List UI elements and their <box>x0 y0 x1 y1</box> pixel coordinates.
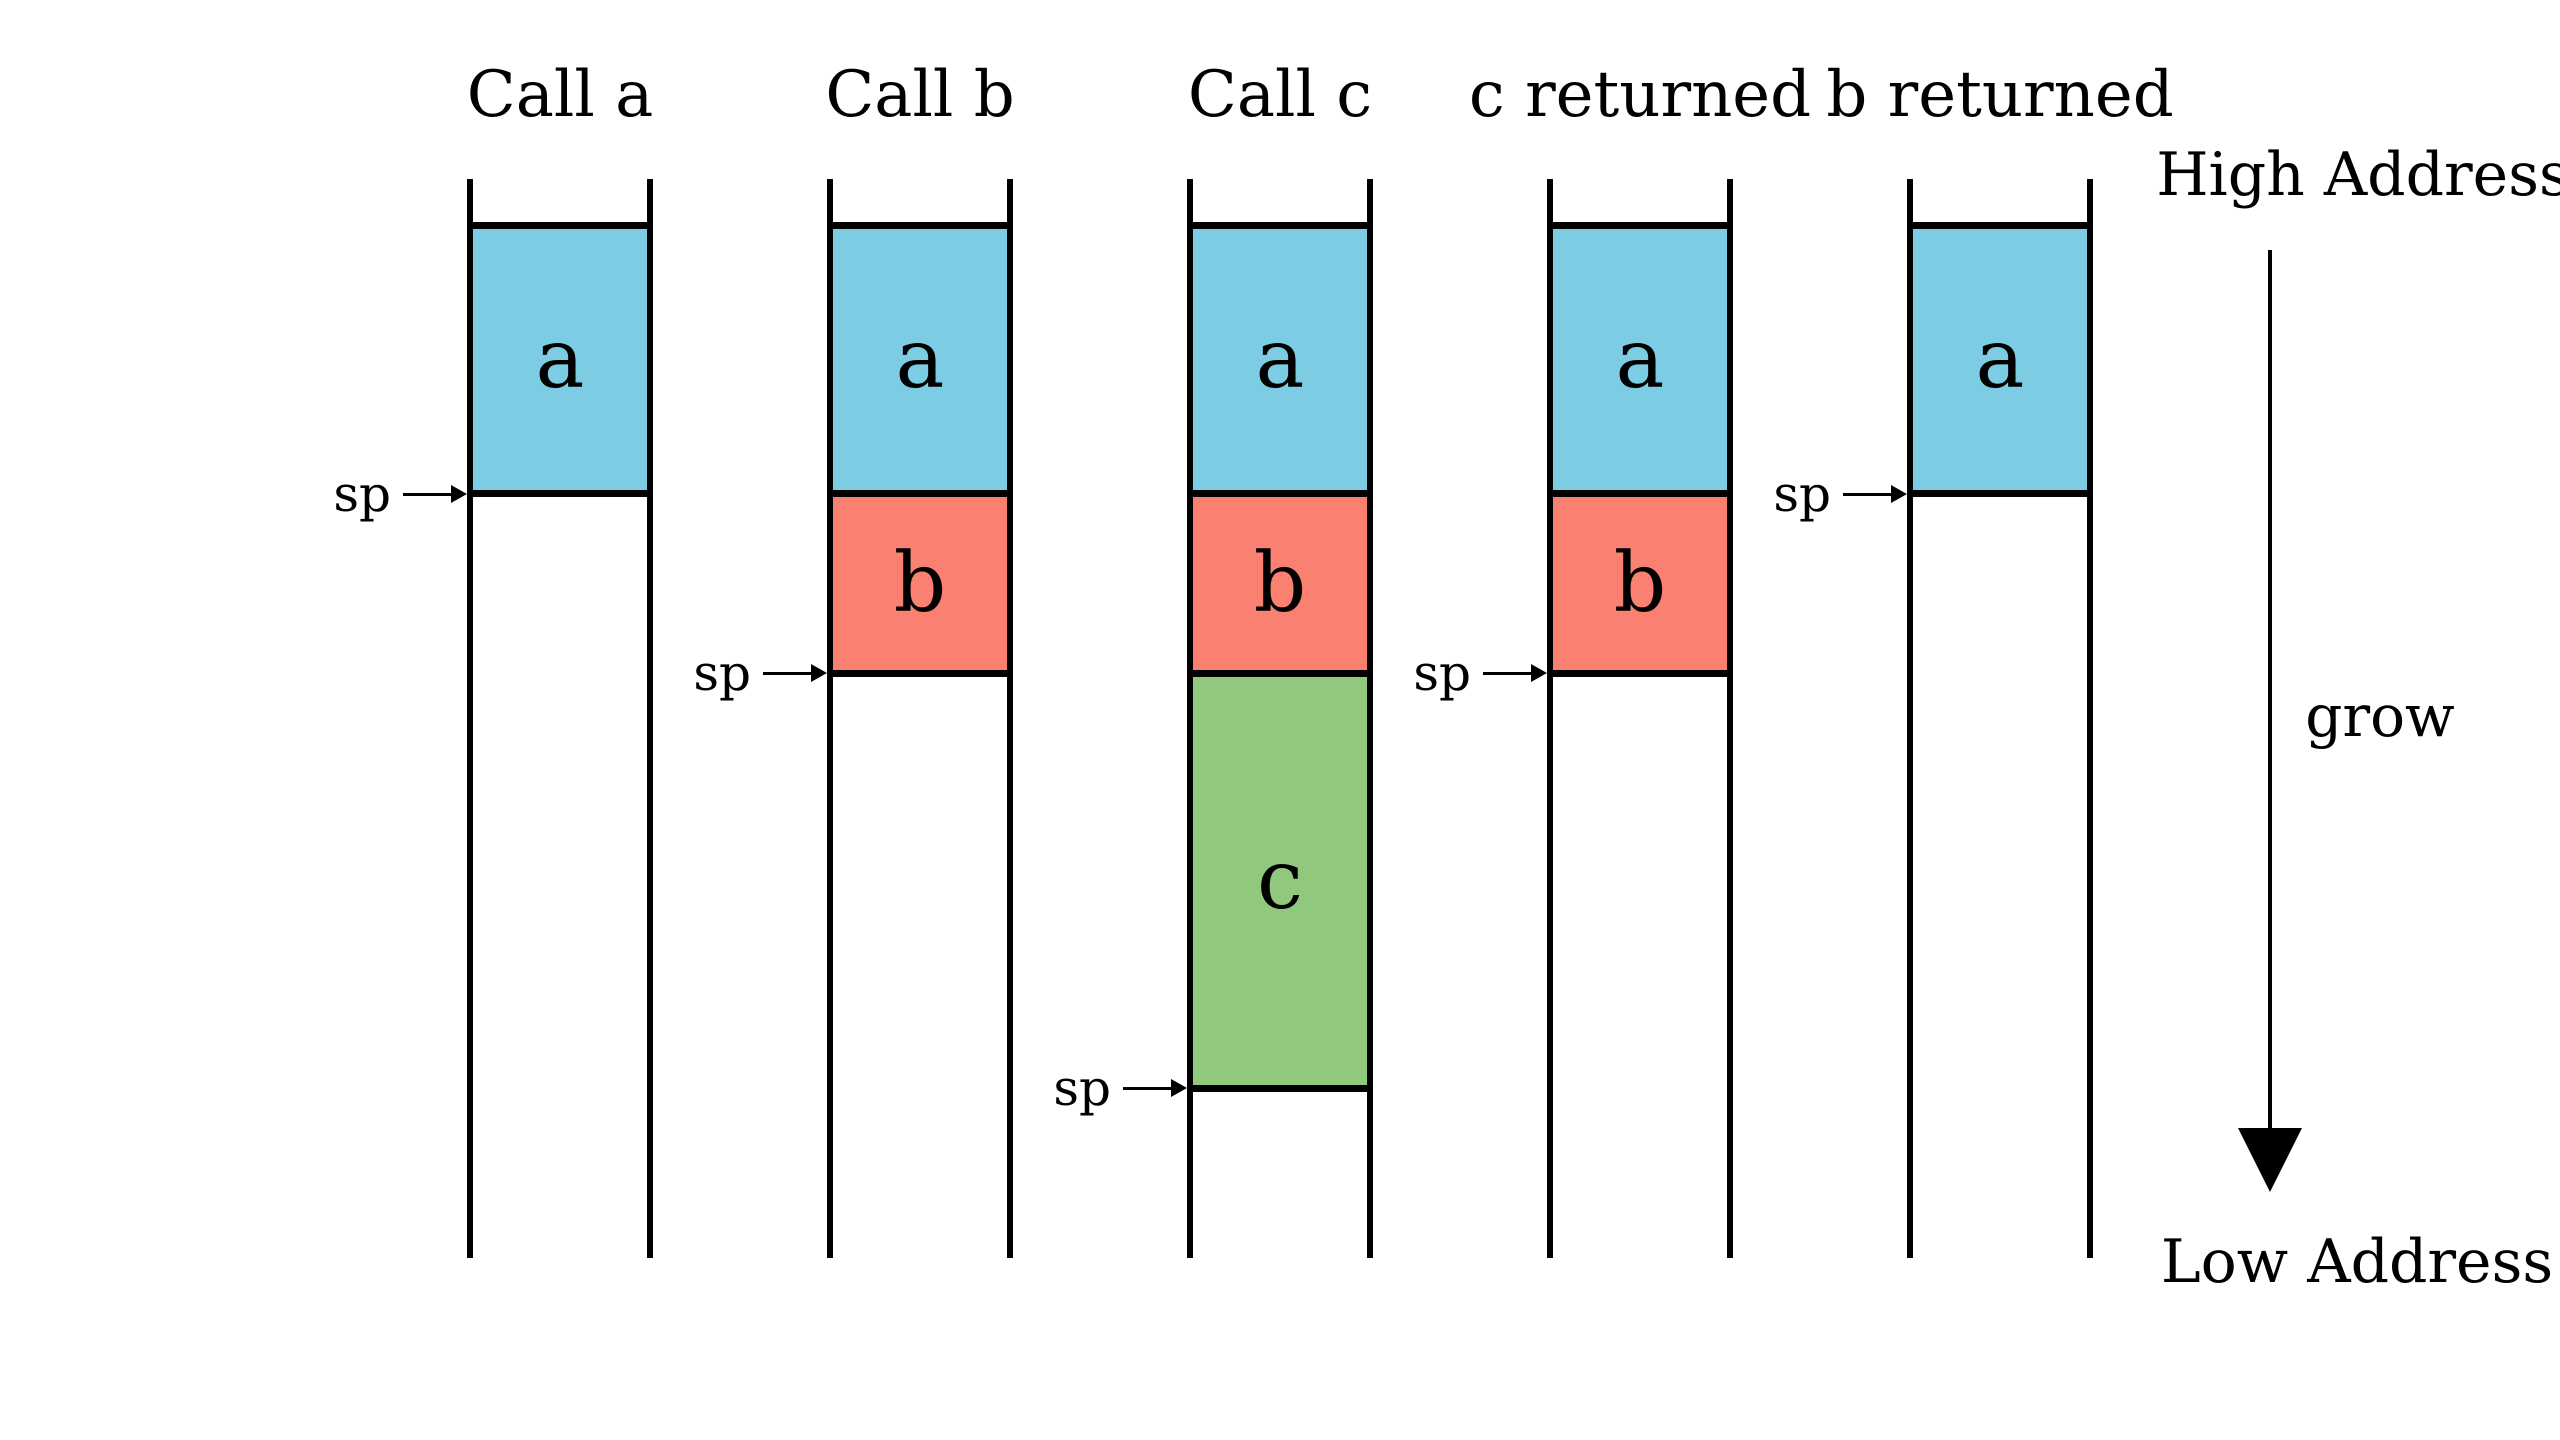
stack-frame-b: b <box>833 497 1007 677</box>
stack-top-edge <box>473 222 647 229</box>
sp-label: sp <box>1413 644 1471 702</box>
stack-frame-label: a <box>1255 311 1305 407</box>
arrow-right-icon <box>1171 1079 1187 1097</box>
high-address-label: High Address <box>2156 140 2560 210</box>
stack-frame-label: a <box>535 311 585 407</box>
sp-label: sp <box>1773 465 1831 523</box>
column-title: Call a <box>466 58 654 132</box>
stack-wall-left <box>1547 179 1553 1258</box>
stack-frame-label: a <box>1615 311 1665 407</box>
grow-label: grow <box>2305 682 2455 750</box>
stack-frame-label: b <box>1253 535 1307 631</box>
sp-label: sp <box>333 465 391 523</box>
stack-wall-right <box>1007 179 1013 1258</box>
stack-wall-left <box>1907 179 1913 1258</box>
sp-arrow-line <box>1123 1086 1171 1090</box>
sp-arrow-line <box>1843 492 1891 496</box>
stack-frame-c: c <box>1193 677 1367 1092</box>
stack-frame-a: a <box>1553 229 1727 497</box>
stack-frame-a: a <box>473 229 647 497</box>
stack-frame-b: b <box>1553 497 1727 677</box>
stack-frame-label: a <box>895 311 945 407</box>
sp-label: sp <box>693 644 751 702</box>
stack-frame-label: b <box>1613 535 1667 631</box>
stack-top-edge <box>1913 222 2087 229</box>
stack-frame-a: a <box>833 229 1007 497</box>
sp-pointer: sp <box>693 648 827 698</box>
sp-label: sp <box>1053 1059 1111 1117</box>
sp-arrow-line <box>763 671 811 675</box>
arrow-right-icon <box>1891 485 1907 503</box>
arrow-right-icon <box>811 664 827 682</box>
stack-top-edge <box>1193 222 1367 229</box>
stack-frame-label: c <box>1257 833 1303 928</box>
sp-arrow-line <box>1483 671 1531 675</box>
stack-top-edge <box>833 222 1007 229</box>
column-title: b returned <box>1826 58 2174 132</box>
sp-pointer: sp <box>1413 648 1547 698</box>
sp-pointer: sp <box>333 469 467 519</box>
stack-wall-right <box>647 179 653 1258</box>
sp-pointer: sp <box>1773 469 1907 519</box>
stack-frame-a: a <box>1913 229 2087 497</box>
arrow-right-icon <box>451 485 467 503</box>
arrow-right-icon <box>1531 664 1547 682</box>
grow-arrow-line <box>2268 250 2272 1135</box>
stack-top-edge <box>1553 222 1727 229</box>
stack-frame-label: b <box>893 535 947 631</box>
sp-arrow-line <box>403 492 451 496</box>
stack-wall-left <box>1187 179 1193 1258</box>
stack-frame-a: a <box>1193 229 1367 497</box>
arrow-down-icon <box>2238 1128 2302 1192</box>
stack-frame-label: a <box>1975 311 2025 407</box>
stack-frame-b: b <box>1193 497 1367 677</box>
low-address-label: Low Address <box>2160 1227 2554 1297</box>
stack-wall-right <box>1367 179 1373 1258</box>
stack-wall-right <box>2087 179 2093 1258</box>
stack-wall-left <box>467 179 473 1258</box>
stack-wall-right <box>1727 179 1733 1258</box>
column-title: Call c <box>1187 58 1373 132</box>
column-title: Call b <box>825 58 1015 132</box>
stack-wall-left <box>827 179 833 1258</box>
column-title: c returned <box>1468 58 1812 132</box>
sp-pointer: sp <box>1053 1063 1187 1113</box>
